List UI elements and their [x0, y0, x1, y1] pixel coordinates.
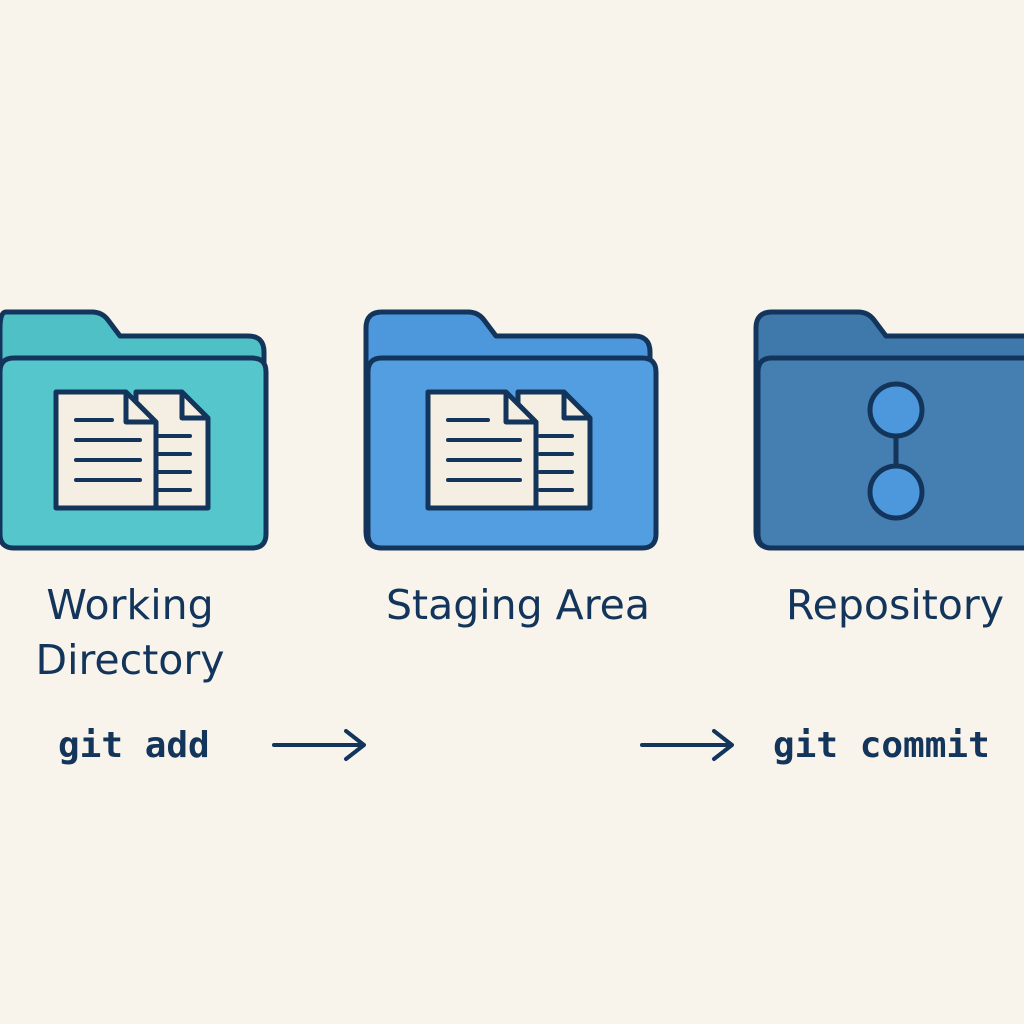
right-arrow-icon	[640, 729, 734, 761]
working-directory-folder-icon	[0, 309, 269, 551]
working-directory-label: Working Directory	[10, 578, 250, 688]
documents-icon	[53, 389, 211, 511]
staging-area-label: Staging Area	[385, 581, 651, 629]
repository-label: Repository	[785, 581, 1004, 629]
working-directory-text: Working Directory	[35, 581, 225, 684]
git-commit-command: git commit	[773, 725, 990, 766]
staging-area-folder-icon	[363, 309, 659, 551]
git-add-command: git add	[58, 725, 210, 766]
commit-graph-icon	[867, 381, 925, 521]
repository-folder-icon	[753, 309, 1024, 551]
right-arrow-icon	[272, 729, 366, 761]
documents-icon	[425, 389, 593, 511]
